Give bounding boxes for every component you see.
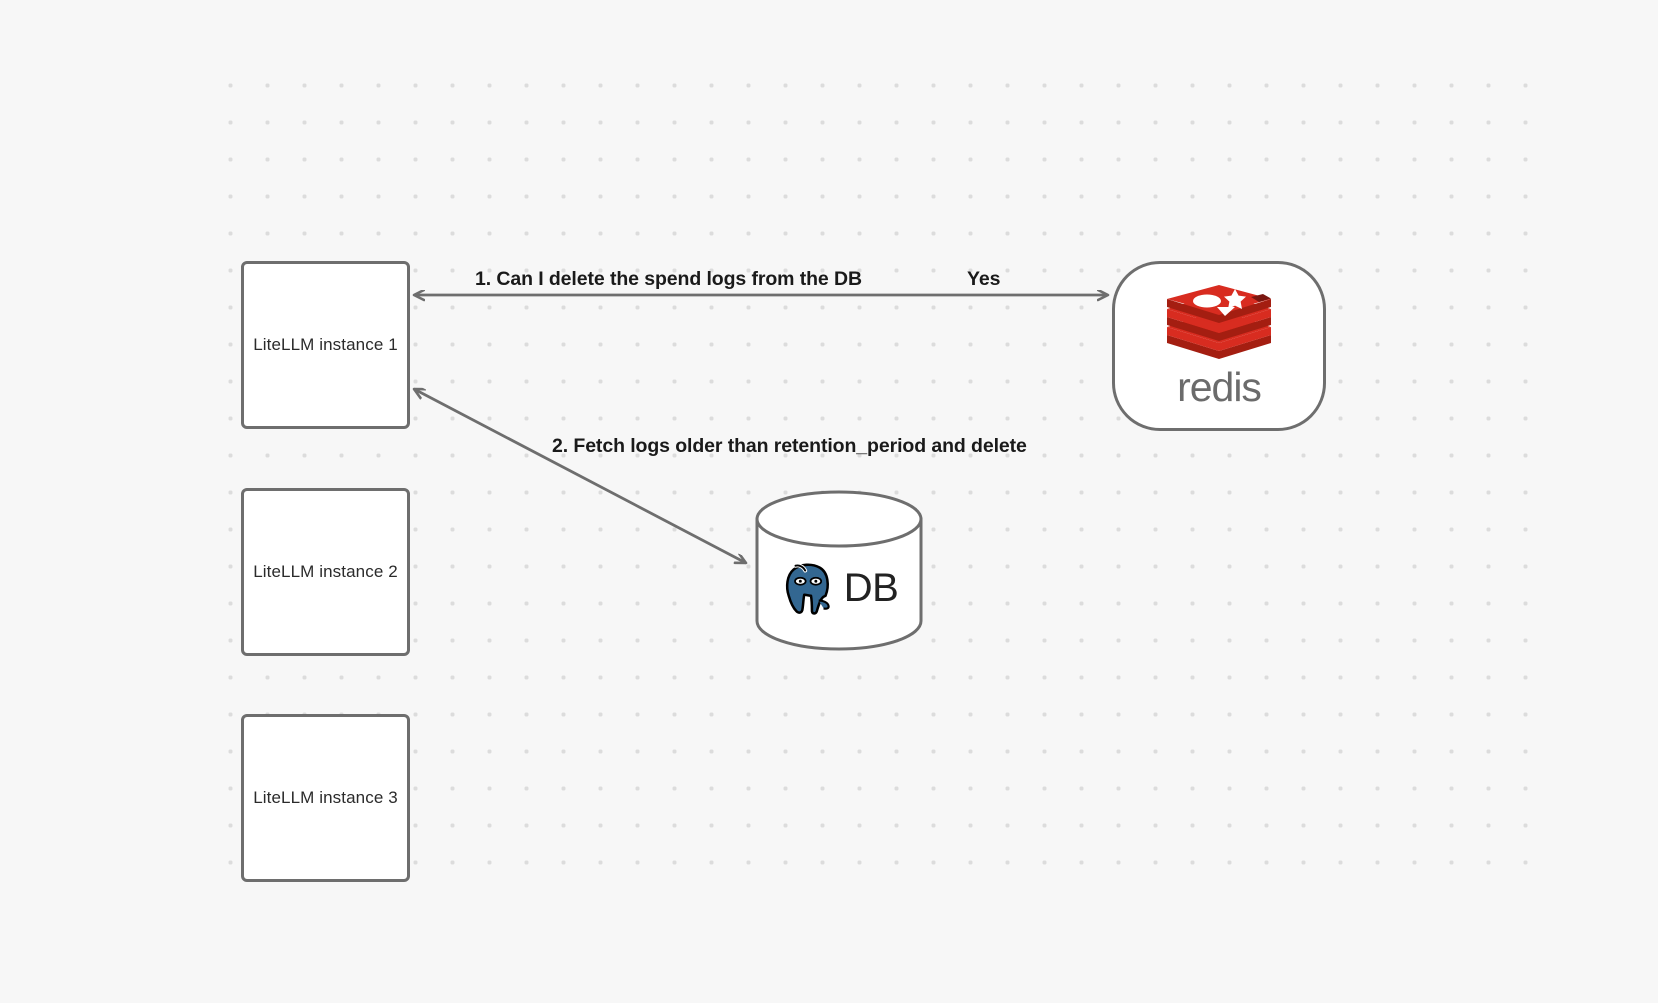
- redis-stack-icon: [1167, 284, 1271, 359]
- node-litellm-instance-1[interactable]: LiteLLM instance 1: [241, 261, 410, 429]
- node-postgres-db[interactable]: DB: [754, 489, 924, 651]
- edge-litellm1-postgres: [414, 389, 746, 563]
- edge-label-reply-yes: Yes: [967, 268, 1001, 290]
- redis-logo: redis: [1115, 264, 1323, 428]
- node-litellm-instance-2[interactable]: LiteLLM instance 2: [241, 488, 410, 656]
- node-litellm-instance-3[interactable]: LiteLLM instance 3: [241, 714, 410, 882]
- node-label: LiteLLM instance 2: [253, 562, 398, 581]
- node-redis[interactable]: redis: [1112, 261, 1326, 431]
- postgres-logo-group: DB: [754, 533, 924, 643]
- postgres-db-label: DB: [843, 566, 899, 610]
- edge-label-step-2: 2. Fetch logs older than retention_perio…: [552, 435, 1027, 457]
- node-label: LiteLLM instance 1: [253, 335, 398, 354]
- postgresql-elephant-icon: [784, 562, 832, 615]
- redis-wordmark: redis: [1177, 363, 1262, 410]
- edge-label-step-1: 1. Can I delete the spend logs from the …: [475, 268, 862, 290]
- node-label: LiteLLM instance 3: [253, 788, 398, 807]
- cylinder-shape: [755, 490, 923, 651]
